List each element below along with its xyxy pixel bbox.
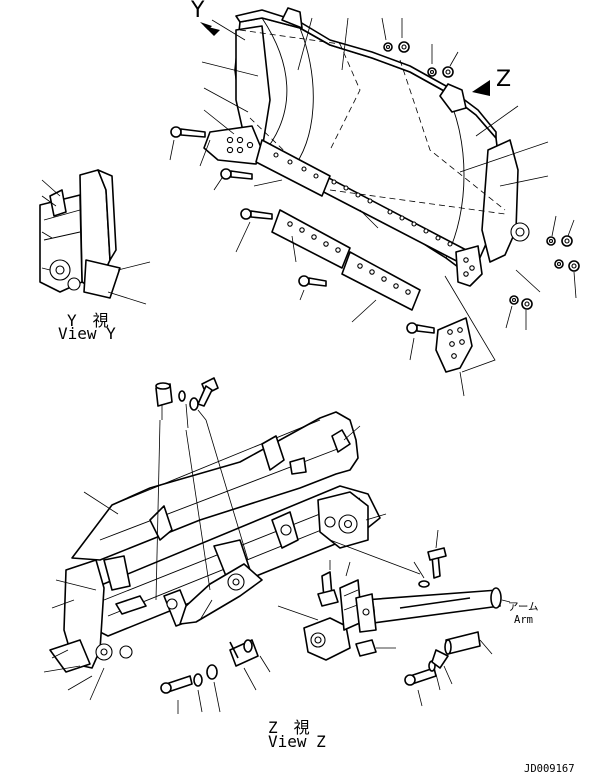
plow-bolt (406, 322, 435, 334)
view-z-marker: Z (472, 67, 511, 96)
drawing-code: JD009167 (524, 763, 575, 775)
plow-bolt (240, 208, 273, 220)
view-y-detail (39, 169, 151, 305)
arm-assembly (355, 529, 511, 707)
view-y-letter: Y (190, 0, 205, 23)
frame-assembly (49, 411, 381, 673)
hydraulic-components (277, 539, 421, 661)
blade-assembly (203, 7, 530, 287)
arm-pipe (363, 589, 501, 625)
arm-label-jp: アーム (508, 601, 539, 613)
lower-top-hardware (155, 377, 249, 601)
cutting-edge-segments (255, 139, 496, 373)
view-y-caption-en: View Y (58, 324, 116, 343)
plow-bolt (298, 275, 327, 287)
left-end-bit (203, 125, 263, 165)
lower-bottom-hardware (160, 639, 271, 714)
right-end-bit (455, 245, 483, 287)
view-z-caption-jp: Z 視 (268, 718, 310, 737)
left-frame-end (63, 559, 105, 669)
swivel-block (303, 617, 351, 661)
upper-leader-lines (169, 17, 577, 397)
view-z-letter: Z (496, 67, 511, 92)
cutting-edge-segment-3 (341, 251, 421, 311)
lower-leader-lines (43, 425, 387, 701)
cutting-edge-segment-2 (271, 209, 351, 269)
plow-bolt (170, 126, 206, 138)
view-z-caption-en: View Z (268, 732, 326, 751)
view-y-marker: Y (190, 0, 220, 36)
plow-bolt (220, 168, 253, 180)
right-side-bracket (481, 139, 519, 263)
arm-label-en: Arm (514, 614, 533, 626)
view-y-caption-jp: Y 視 (67, 311, 109, 330)
upper-bolts (170, 41, 580, 334)
